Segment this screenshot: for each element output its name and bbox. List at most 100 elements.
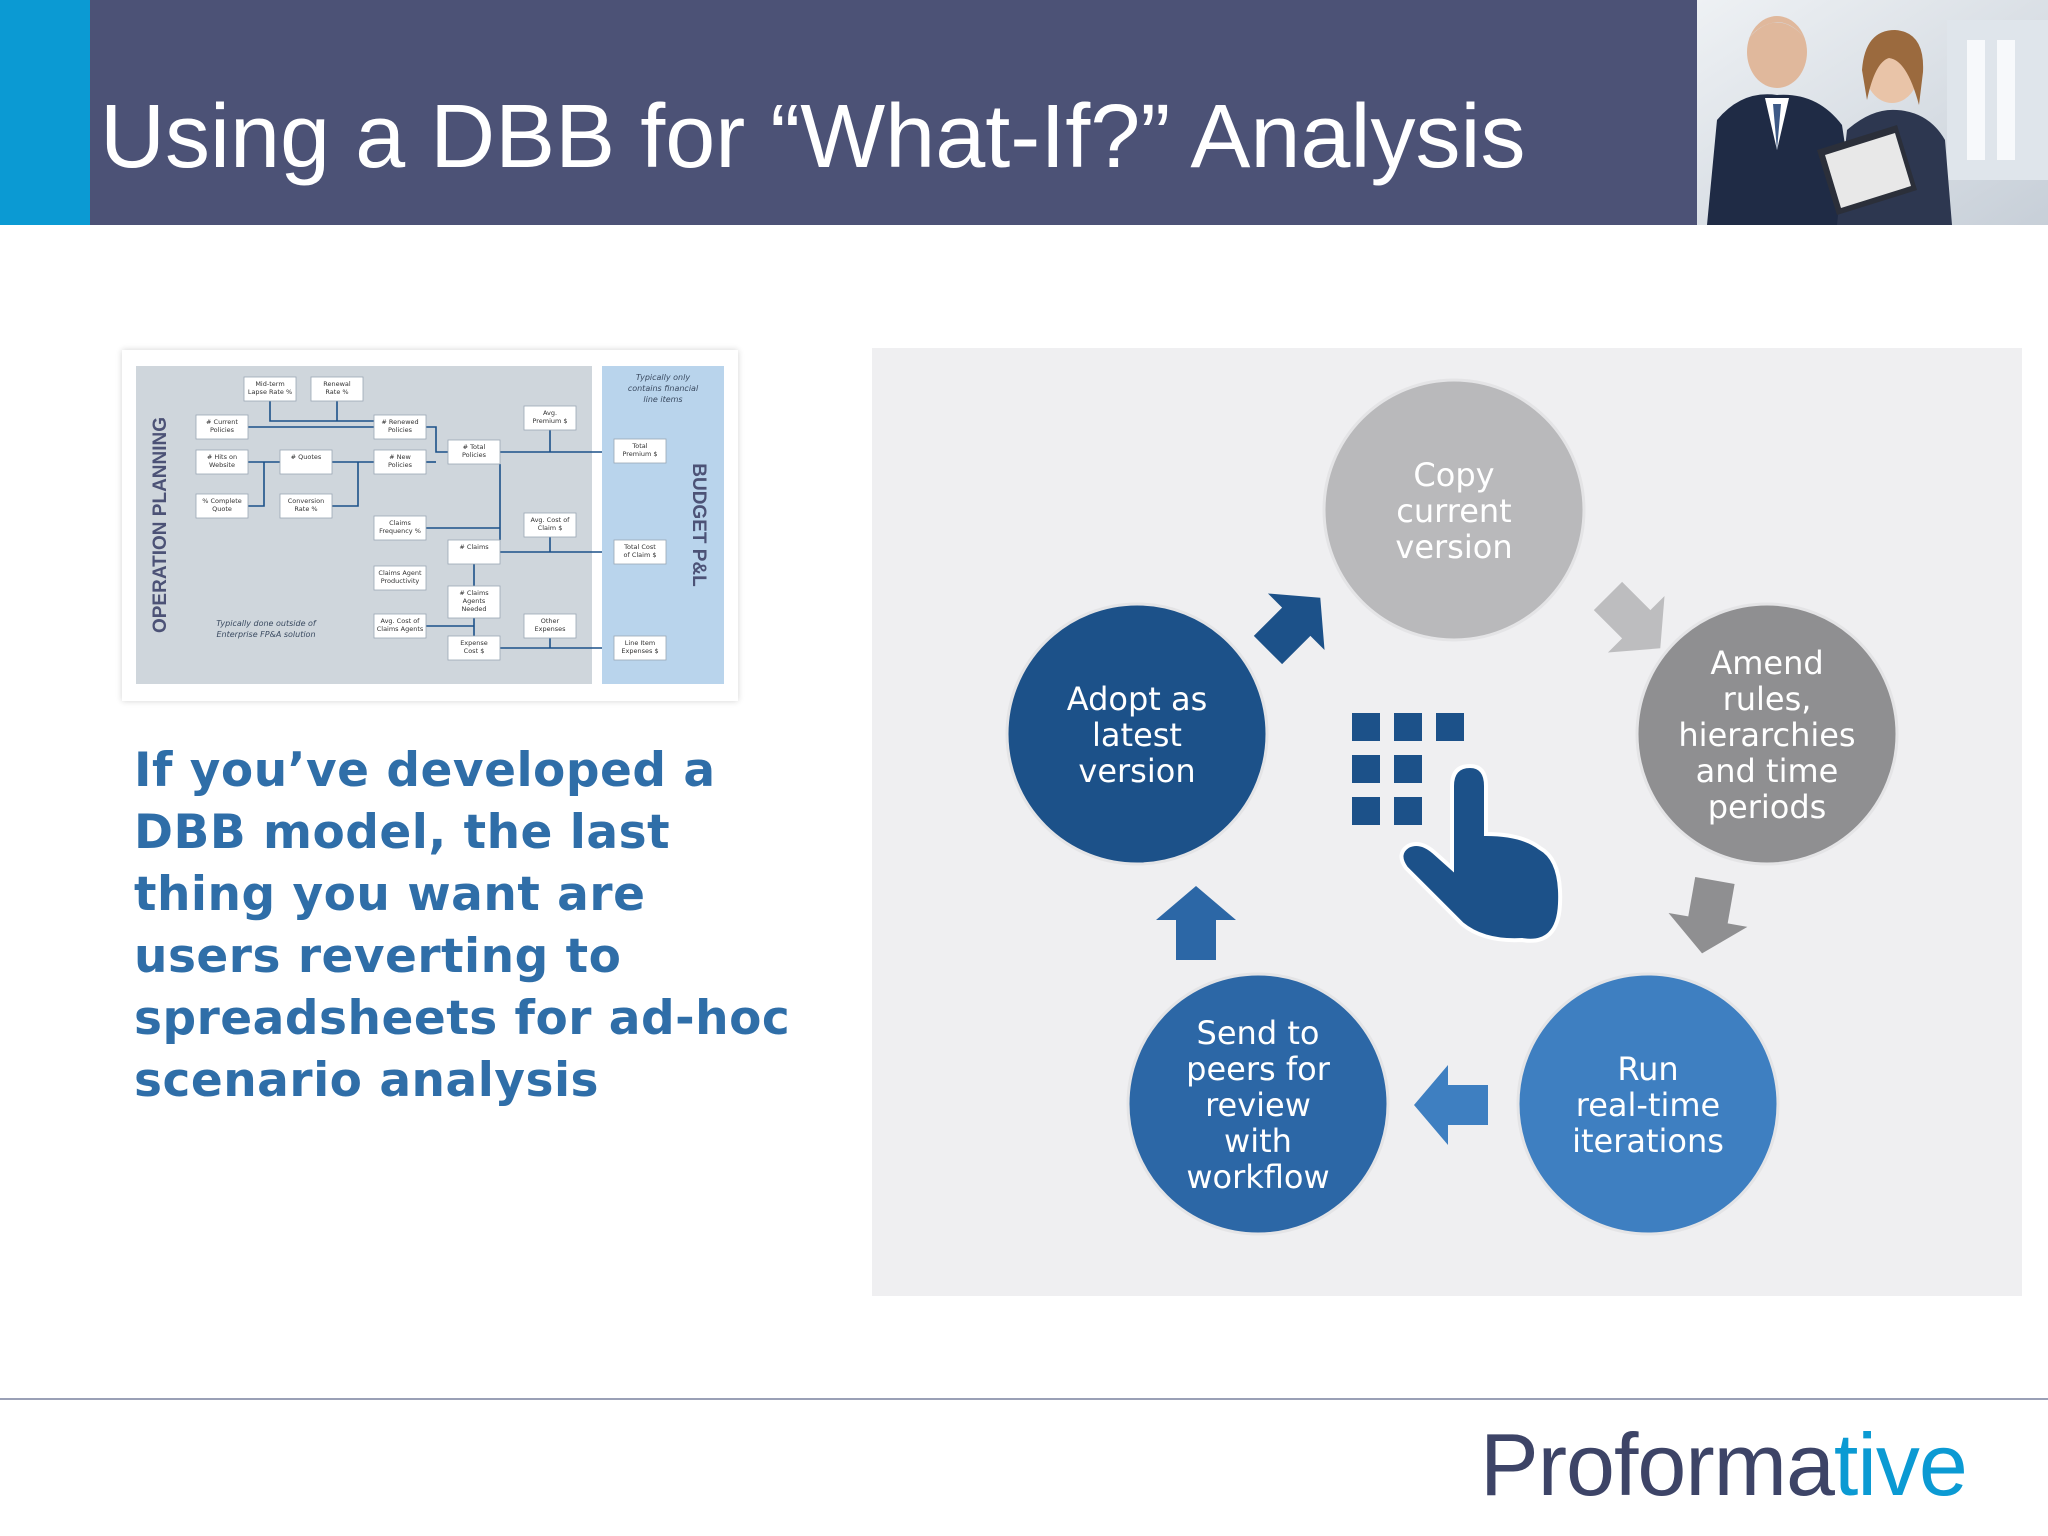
cycle-step-label: Adopt as bbox=[1067, 680, 1208, 718]
budget-note-text: Typically only bbox=[636, 373, 690, 382]
model-box-label: Agents bbox=[463, 597, 486, 605]
model-box-label: Claims bbox=[389, 519, 411, 527]
slide-title: Using a DBB for “What-If?” Analysis bbox=[100, 87, 1526, 187]
model-box-label: Cost $ bbox=[464, 647, 485, 655]
cycle-step-label: latest bbox=[1092, 716, 1182, 754]
model-box-label: Website bbox=[209, 461, 235, 469]
model-box-label: Policies bbox=[388, 461, 413, 469]
model-box-label: Lapse Rate % bbox=[248, 388, 292, 396]
model-box-label: Claims Agents bbox=[377, 625, 424, 633]
model-box-label: # Claims bbox=[459, 589, 489, 597]
dbb-model-diagram: OPERATION PLANNING BUDGET P&L Typically on… bbox=[122, 350, 738, 701]
planning-note-text: Typically done outside of bbox=[216, 619, 317, 628]
cycle-step-label: version bbox=[1078, 752, 1195, 790]
model-box-label: Avg. Cost of bbox=[531, 516, 571, 524]
model-box-label: Other bbox=[541, 617, 560, 625]
budget-pl-label: BUDGET P&L bbox=[688, 463, 709, 587]
cycle-step-label: current bbox=[1396, 492, 1511, 530]
model-box-label: Rate % bbox=[325, 388, 348, 396]
arrow-send-to-adopt-icon bbox=[1156, 886, 1236, 960]
arrow-adopt-to-copy-icon bbox=[1253, 593, 1325, 665]
model-box-label: Premium $ bbox=[622, 450, 657, 458]
cycle-step-label: iterations bbox=[1572, 1122, 1724, 1160]
model-box-label: Conversion bbox=[288, 497, 324, 505]
arrow-copy-to-amend-icon bbox=[1593, 581, 1665, 653]
planning-note-text: Enterprise FP&A solution bbox=[216, 630, 315, 639]
model-box-label: Renewal bbox=[323, 380, 351, 388]
flow-connector bbox=[426, 426, 448, 453]
cycle-step-label: Send to bbox=[1197, 1014, 1320, 1052]
proformative-logo: Proformative bbox=[1480, 1414, 1968, 1516]
model-box-label: # Total bbox=[463, 443, 486, 451]
budget-note-text: contains financial bbox=[628, 384, 699, 393]
flow-connector bbox=[332, 462, 359, 507]
model-box-label: Total bbox=[631, 442, 647, 450]
flow-connector bbox=[248, 462, 265, 507]
model-box-label: Needed bbox=[461, 605, 486, 613]
budget-note-text: line items bbox=[643, 395, 682, 404]
title-bar bbox=[90, 0, 1697, 225]
arrow-run-to-send-icon bbox=[1414, 1065, 1488, 1145]
flow-connector bbox=[269, 401, 376, 422]
model-box: # Claims bbox=[447, 539, 501, 565]
model-box-label: Quote bbox=[212, 505, 232, 513]
model-box-label: Mid-term bbox=[255, 380, 284, 388]
cycle-step-label: Copy bbox=[1413, 456, 1494, 494]
model-box: Avg.Premium $ bbox=[523, 405, 577, 431]
model-box-label: Policies bbox=[210, 426, 235, 434]
model-box-label: Expenses bbox=[535, 625, 567, 633]
cycle-step-label: rules, bbox=[1723, 680, 1812, 718]
cycle-step-label: workflow bbox=[1186, 1158, 1329, 1196]
cycle-step-label: Run bbox=[1617, 1050, 1678, 1088]
model-box-label: % Complete bbox=[202, 497, 242, 505]
logo-text-accent: tive bbox=[1833, 1415, 1968, 1514]
title-accent-bar bbox=[0, 0, 90, 225]
cycle-step-label: peers for bbox=[1186, 1050, 1331, 1088]
model-box-label: Rate % bbox=[294, 505, 317, 513]
operation-planning-label: OPERATION PLANNING bbox=[150, 417, 171, 633]
model-box-label: Total Cost bbox=[623, 543, 656, 551]
model-box: # Quotes bbox=[279, 449, 333, 475]
cycle-step-label: Amend bbox=[1710, 644, 1823, 682]
arrow-amend-to-run-icon bbox=[1668, 877, 1748, 954]
model-box-label: Policies bbox=[462, 451, 487, 459]
model-box-label: # Claims bbox=[459, 543, 489, 551]
model-box-label: # Renewed bbox=[381, 418, 418, 426]
model-box-label: # Hits on bbox=[207, 453, 237, 461]
model-box-label: Expense bbox=[460, 639, 488, 647]
model-box-label: Claims Agent bbox=[378, 569, 422, 577]
logo-text-main: Proforma bbox=[1480, 1415, 1835, 1514]
cycle-step-label: version bbox=[1395, 528, 1512, 566]
cycle-step-label: real-time bbox=[1576, 1086, 1720, 1124]
body-text: If you’ve developed a DBB model, the las… bbox=[134, 743, 791, 1108]
model-box-label: of Claim $ bbox=[624, 551, 657, 559]
model-box-label: Avg. bbox=[543, 409, 557, 417]
cycle-step-label: with bbox=[1224, 1122, 1292, 1160]
footer-divider bbox=[0, 1398, 2048, 1400]
model-box-label: # Quotes bbox=[291, 453, 322, 461]
model-box-label: Expenses $ bbox=[621, 647, 658, 655]
model-box-label: Premium $ bbox=[532, 417, 567, 425]
